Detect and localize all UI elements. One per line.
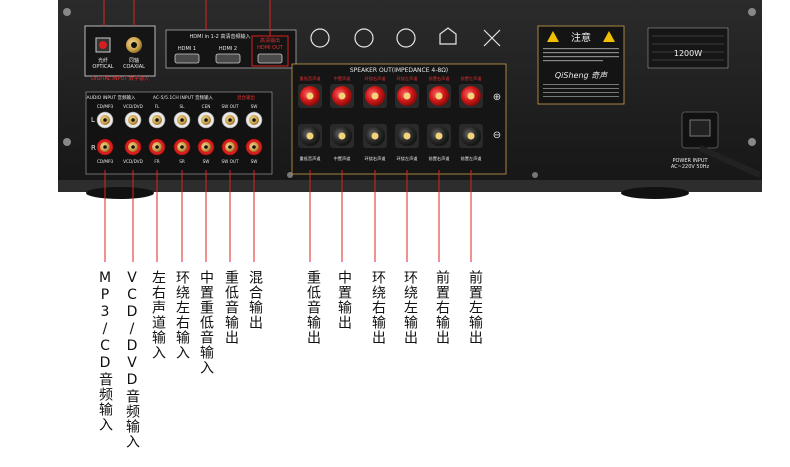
speaker-top-label: 环绕右声道 [365,75,387,82]
hdmi1-port [174,53,200,64]
power-spec-label: AC~220V 50Hz [671,164,710,170]
hdmi-out-label: HDMI OUT [257,45,284,51]
warning-text-lines [543,48,619,62]
power-graph [647,27,729,69]
label-center-output: 中置输出 [336,270,352,330]
speaker-top-label: 重低音声道 [300,75,322,82]
power-graph-grid [652,35,724,61]
hdmi1-label: HDMI 1 [178,46,196,52]
warning-triangle-icon [547,31,559,42]
rca-top-label: CD/MP3 [97,104,114,109]
svg-text:R: R [91,144,96,152]
rca-bottom-label: SW [251,159,258,164]
brand-label: QiSheng 奇声 [555,71,608,80]
rca-top-label: FL [155,104,160,109]
rca-bottom-label: FR [154,159,159,164]
speaker-bottom-label: 环绕右声道 [365,155,387,162]
minus-symbol: ⊖ [493,130,501,141]
speaker-bottom-label: 前置右声道 [429,155,451,162]
rca-top-label: SL [180,104,186,109]
speaker-panel [291,63,507,175]
coaxial-cn-label: 同轴 [129,57,139,64]
label-mix-output: 混合输出 [247,270,263,330]
plus-symbol: ⊕ [493,92,501,103]
speaker-top-label: 环绕左声道 [397,75,419,82]
rca-bottom-label: SW OUT [221,159,238,164]
no-trash-icon [483,29,501,47]
hdmi2-label: HDMI 2 [219,46,237,52]
speaker-bottom-label: 环绕左声道 [397,155,419,162]
hdmi-header: HDMI in 1-2 高清音频输入 [190,33,251,40]
power-cord [698,145,762,178]
hdmi-out-cn: 高清输出 [260,37,280,44]
recycle-icon [310,28,330,48]
digital-input-label: DIGITAL INPUT 数字输入 [91,75,149,82]
power-value: 1200W [674,49,702,58]
rca-input-panel [85,91,273,175]
hdmi-out-port [257,53,283,64]
label-vcd-dvd-input: VCD/DVD音频输入 [124,270,140,449]
rca-top-label: SW OUT [221,104,238,109]
label-surround-left-output: 环绕左输出 [402,270,418,345]
ac-input-label: AC-5/5.1CH INPUT 音频输入 [153,94,214,101]
rca-top-label: VCD/DVD [123,104,143,109]
foot [86,187,154,199]
label-surround-right-output: 环绕右输出 [370,270,386,345]
speaker-top-label: 前置左声道 [461,75,483,82]
speaker-top-label: 中置声道 [334,75,352,82]
label-lr-channel-input: 左右声道输入 [150,270,166,360]
speaker-bottom-label: 中置声道 [334,155,352,162]
eco-icon [354,28,374,48]
label-center-sub-input: 中置重低音输入 [198,270,214,375]
optical-cn-label: 光纤 [98,57,108,64]
heat-icon [396,28,416,48]
label-front-right-output: 前置右输出 [434,270,450,345]
rca-bottom-label: VCD/DVD [123,159,143,164]
svg-text:L: L [91,116,95,124]
mix-output-header: 混合输出 [237,94,255,101]
rca-bottom-label: SR [179,159,185,164]
speaker-bottom-label: 重低音声道 [300,155,322,162]
rca-top-label: CEN [202,104,211,109]
rca-jacks: CD/MP3CD/MP3VCD/DVDVCD/DVDFLFRSLSRCENSWS… [96,104,263,164]
home-icon [439,27,457,45]
label-subwoofer-output-1: 重低音输出 [223,270,239,345]
speaker-bottom-label: 前置左声道 [461,155,483,162]
rca-bottom-label: SW [203,159,210,164]
spec-lines [543,84,619,97]
speaker-top-label: 前置右声道 [429,75,451,82]
speaker-terminals: 重低音声道重低音声道中置声道中置声道环绕右声道环绕右声道环绕左声道环绕左声道前置… [298,75,483,162]
rca-top-label: SW [251,104,258,109]
power-input-label: POWER INPUT [672,158,708,164]
callout-lines [104,170,472,262]
label-front-left-output: 前置左输出 [467,270,483,345]
warning-title: 注意 [571,31,591,44]
foot [621,187,689,199]
warning-triangle-icon [603,31,615,42]
certification-icons [310,27,501,48]
label-subwoofer-output-2: 重低音输出 [305,270,321,345]
optical-label: OPTICAL [92,64,113,70]
audio-input-label: AUDIO INPUT 音频输入 [86,94,136,101]
label-surround-lr-input: 环绕左右输入 [174,270,190,360]
hdmi2-port [215,53,241,64]
speaker-out-label: SPEAKER OUT(IMPEDANCE 4-8Ω) [350,67,448,74]
coaxial-label: COAXIAL [123,64,145,70]
rca-bottom-label: CD/MP3 [97,159,114,164]
label-mp3-cd-input: MP3/CD音频输入 [97,270,113,432]
